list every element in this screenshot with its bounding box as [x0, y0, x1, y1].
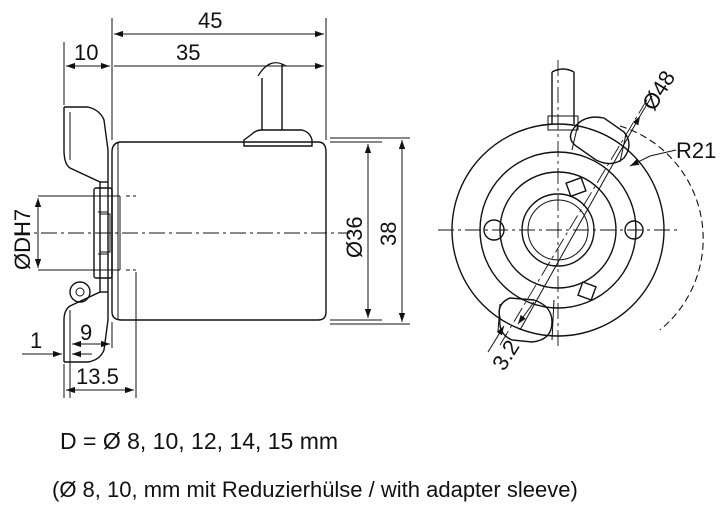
dim-9: 9	[80, 320, 92, 345]
dim-dh7: ØDH7	[10, 209, 35, 270]
cable	[261, 64, 283, 130]
cable-gland	[243, 129, 313, 147]
r21-arc	[619, 125, 704, 331]
dim-r21: R21	[676, 138, 716, 163]
side-view	[14, 62, 350, 363]
cable-stub	[551, 68, 575, 124]
lower-slot	[498, 297, 553, 343]
front-dimensions	[487, 95, 677, 353]
dim-13-5: 13.5	[76, 364, 119, 389]
dim-35: 35	[176, 40, 200, 65]
dim-38: 38	[376, 222, 401, 246]
dim-1: 1	[30, 328, 42, 353]
dim-36: Ø36	[342, 216, 367, 258]
dim-48: Ø48	[637, 66, 680, 115]
caption-bore-sizes: D = Ø 8, 10, 12, 14, 15 mm	[60, 428, 339, 454]
front-view	[438, 60, 704, 350]
clamp-screw	[69, 281, 91, 303]
dim-10: 10	[74, 40, 98, 65]
caption-adapter-note: (Ø 8, 10, mm mit Reduzierhülse / with ad…	[52, 477, 578, 502]
side-dimension-labels: 45 10 35 ØDH7 Ø36 38 1 9 13.5	[10, 8, 401, 389]
dim-45: 45	[198, 8, 222, 33]
encoder-body	[111, 141, 327, 321]
upper-slot	[569, 116, 630, 165]
side-dimensions	[22, 18, 410, 398]
